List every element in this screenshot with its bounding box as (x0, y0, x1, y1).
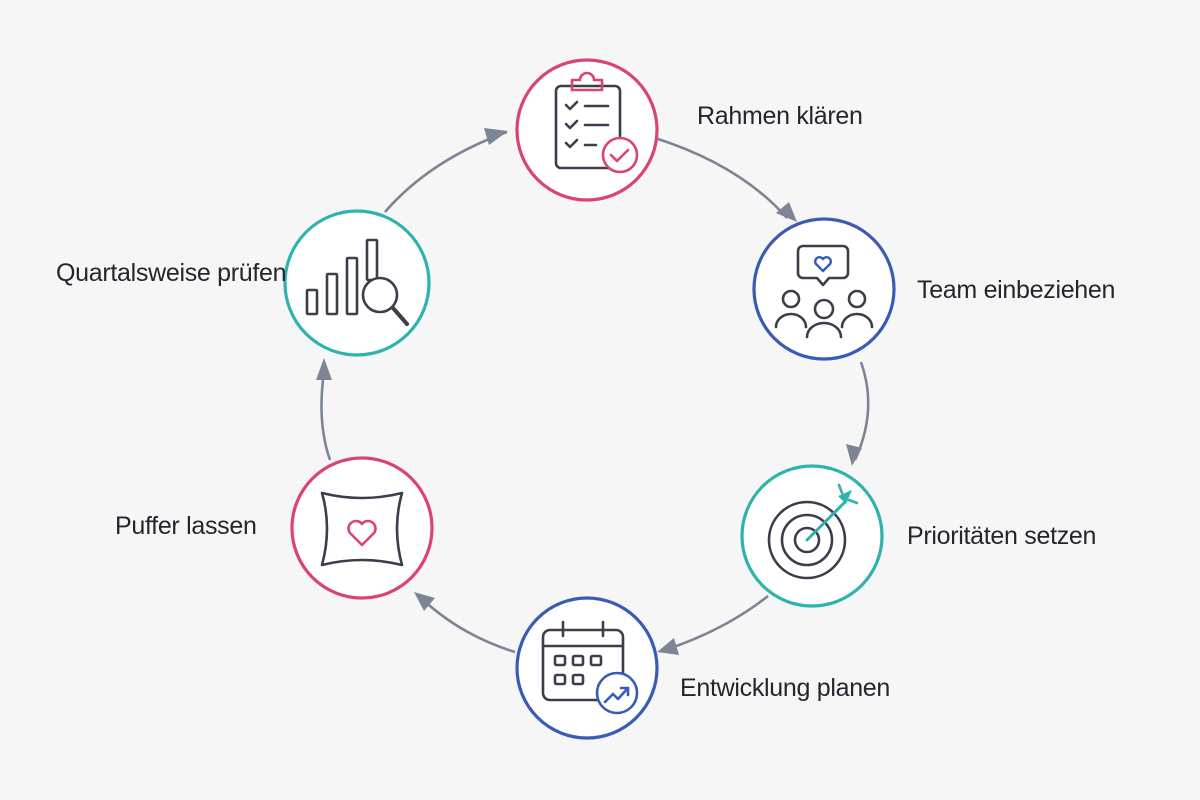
chart-magnifier-icon (305, 238, 409, 326)
connector-2-to-3 (853, 361, 870, 461)
step-rahmen-klaeren (515, 58, 659, 202)
connector-3-to-4 (664, 594, 769, 652)
step-puffer-lassen (290, 456, 434, 600)
connector-1-to-2 (654, 136, 788, 219)
arrowhead-3 (657, 638, 679, 655)
connectors (320, 130, 870, 654)
target-arrow-icon (767, 483, 859, 580)
clipboard-check-icon (554, 71, 639, 174)
step-label-team-einbeziehen: Team einbeziehen (917, 276, 1116, 304)
connector-4-to-5 (419, 596, 516, 654)
step-entwicklung-planen (515, 596, 659, 740)
step-circle (515, 596, 659, 740)
arrowhead-1 (776, 202, 797, 222)
arrowhead-2 (846, 444, 862, 466)
arrowhead-6 (484, 128, 508, 145)
step-label-entwicklung-planen: Entwicklung planen (680, 674, 891, 702)
step-prioritaeten-setzen (740, 464, 884, 608)
calendar-growth-icon (541, 620, 639, 715)
step-circle (752, 217, 896, 361)
step-label-quartalsweise-pruefen: Quartalsweise prüfen (56, 259, 287, 287)
arrowhead-5 (316, 358, 332, 380)
step-quartalsweise-pruefen (283, 209, 431, 357)
step-label-prioritaeten-setzen: Prioritäten setzen (907, 522, 1097, 550)
step-label-rahmen-klaeren: Rahmen klären (697, 102, 863, 130)
step-label-puffer-lassen: Puffer lassen (115, 512, 257, 540)
arrowhead-4 (414, 592, 435, 611)
step-team-einbeziehen (752, 217, 896, 361)
step-circle (515, 58, 659, 202)
pillow-heart-icon (320, 491, 404, 567)
arrowheads (316, 128, 862, 655)
connector-6-to-1 (384, 130, 508, 213)
team-heart-icon (774, 244, 874, 339)
step-circle (290, 456, 434, 600)
